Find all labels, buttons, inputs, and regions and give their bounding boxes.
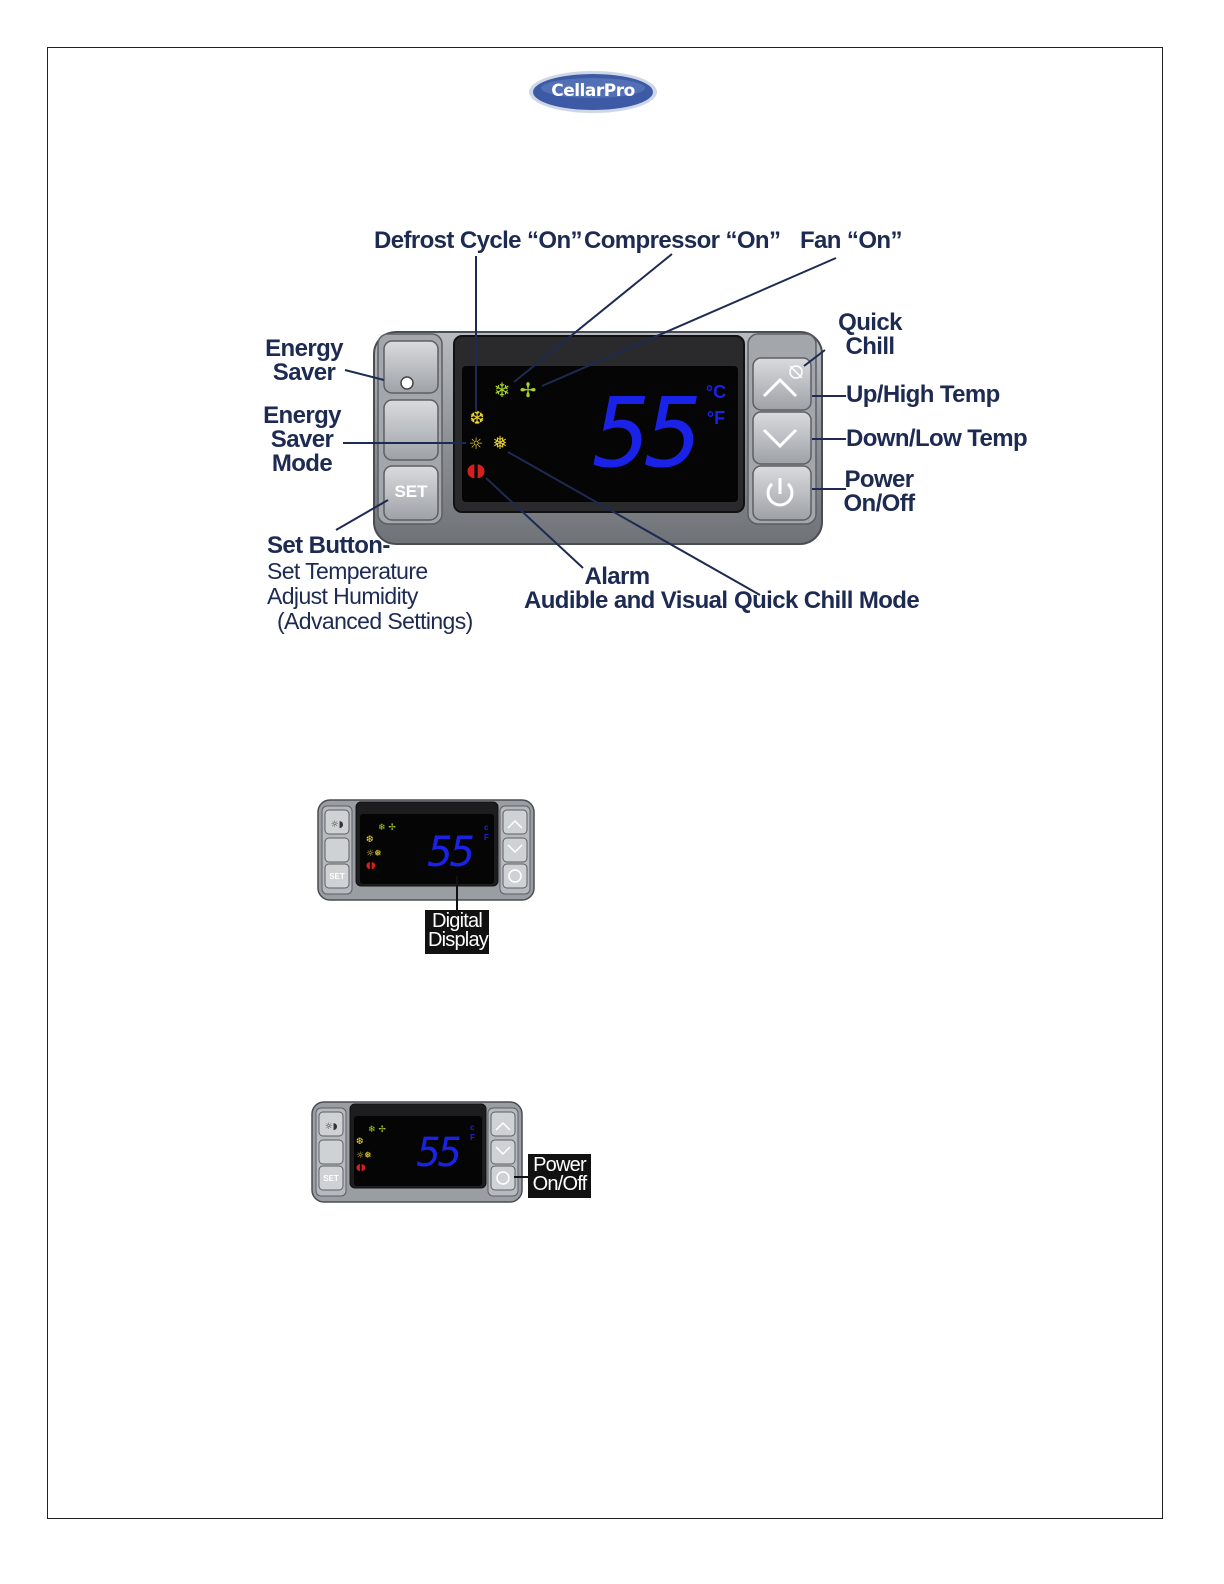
quick-chill-line2: Chill: [845, 333, 896, 360]
blank-button: [383, 399, 439, 461]
defrost-label: Defrost Cycle “On”: [374, 227, 583, 254]
cellarpro-logo: CellarPro: [527, 69, 659, 115]
svg-text:❆: ❆: [356, 1137, 364, 1147]
down-low-temp-label: Down/Low Temp: [846, 425, 1028, 452]
energy-saver-label: Energy Saver: [258, 337, 350, 385]
energy-saver-label-line1: Energy: [265, 335, 343, 362]
celsius-unit: °C: [706, 382, 726, 402]
alarm-label: Alarm Audible and Visual: [524, 563, 728, 614]
fan-label: Fan “On”: [800, 227, 902, 254]
quick-chill-icon: [789, 365, 803, 379]
energy-saver-mode-icon: ☼: [469, 434, 483, 453]
energy-saver-mode-line2: Saver: [270, 426, 334, 453]
svg-text:F: F: [470, 1133, 475, 1142]
power-button[interactable]: [752, 465, 812, 521]
power-icon: [766, 478, 794, 507]
power-callout-line2: On/Off: [532, 1173, 588, 1195]
defrost-icon: ❆: [469, 408, 484, 429]
svg-text:❄ ✢: ❄ ✢: [368, 1125, 386, 1135]
svg-text:c: c: [484, 823, 489, 832]
quick-chill-mode-label: Quick Chill Mode: [734, 587, 920, 614]
fan-icon: ✢: [520, 378, 537, 402]
small-controller-2: SET ☼◗ ❄ ✢ ❆ ☼❅ ◖◗ 55 c F: [311, 1101, 523, 1203]
digital-display-callout: Digital Display: [425, 910, 489, 954]
set-button[interactable]: [383, 465, 439, 521]
small-2-leader: [514, 1176, 530, 1178]
display-window: [462, 366, 738, 502]
energy-saver-mode-line3: Mode: [271, 450, 333, 477]
page-border: [47, 47, 1163, 1519]
energy-saver-label-line2: Saver: [272, 359, 336, 386]
svg-text:◖◗: ◖◗: [366, 861, 376, 871]
alarm-icon: ◖◗: [467, 460, 486, 481]
power-callout-line1: Power: [533, 1154, 587, 1176]
power-callout: Power On/Off: [528, 1154, 591, 1198]
small-2-temperature: 55: [417, 1130, 460, 1176]
small-1-set-label: SET: [329, 872, 345, 881]
digital-display-line2: Display: [428, 929, 489, 951]
power-label: Power On/Off: [840, 468, 918, 516]
svg-text:☼❅: ☼❅: [366, 849, 382, 859]
logo-oval: [529, 71, 657, 113]
digital-display-line1: Digital: [432, 910, 483, 932]
set-button-title: Set Button-: [267, 532, 390, 559]
energy-saver-mode-line1: Energy: [263, 402, 341, 429]
down-arrow-icon: [762, 428, 798, 449]
svg-text:◖◗: ◖◗: [356, 1163, 366, 1173]
small-1-temperature: 55: [428, 827, 473, 876]
alarm-label-line1: Alarm: [584, 563, 650, 590]
compressor-icon: ❄: [494, 378, 511, 402]
logo-text: CellarPro: [551, 81, 635, 101]
svg-text:❄ ✢: ❄ ✢: [378, 823, 396, 833]
leader-lines: [335, 253, 846, 596]
power-label-line1: Power: [844, 466, 914, 493]
power-label-line2: On/Off: [843, 490, 915, 517]
alarm-label-line2: Audible and Visual: [524, 587, 728, 614]
svg-text:☼❅: ☼❅: [356, 1151, 372, 1161]
svg-text:F: F: [484, 833, 489, 842]
up-high-temp-label: Up/High Temp: [846, 381, 1000, 408]
svg-text:❆: ❆: [366, 835, 374, 845]
quick-chill-line1: Quick: [838, 309, 902, 336]
set-button-desc-3: (Advanced Settings): [277, 608, 473, 634]
quick-chill-mode-icon: ❅: [492, 433, 507, 454]
small-2-set-label: SET: [323, 1174, 339, 1183]
svg-text:☼◗: ☼◗: [331, 820, 344, 830]
temperature-display: 55: [593, 377, 697, 489]
set-button-desc-1: Set Temperature: [267, 558, 428, 584]
up-arrow-icon: [762, 377, 798, 398]
svg-text:☼◗: ☼◗: [325, 1122, 338, 1132]
small-controller-1: SET ☼◗ ❄ ✢ ❆ ☼❅ ◖◗ 55 c F: [317, 799, 535, 901]
svg-text:c: c: [470, 1123, 475, 1132]
main-controller-diagram: SET ❄ ✢ ❆ ☼ ❅ ◖◗ 55 °C °F: [335, 253, 846, 596]
down-button[interactable]: [752, 411, 812, 465]
energy-saver-mode-label: Energy Saver Mode: [256, 404, 348, 476]
small-1-leader: [456, 876, 458, 910]
quick-chill-label: Quick Chill: [834, 311, 906, 359]
compressor-label: Compressor “On”: [584, 227, 781, 254]
energy-saver-button[interactable]: [383, 340, 439, 394]
set-button-label: SET: [394, 482, 428, 501]
energy-saver-icon: [400, 374, 434, 392]
set-button-desc-2: Adjust Humidity: [267, 583, 418, 609]
fahrenheit-unit: °F: [707, 408, 725, 428]
